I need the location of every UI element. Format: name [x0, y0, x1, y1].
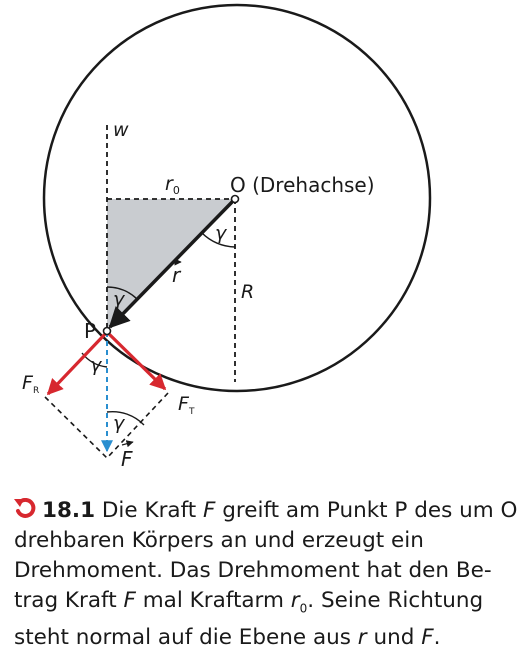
- tangential-force-arrow: [105, 330, 167, 391]
- point-p: [102, 326, 112, 336]
- pivot-point: [230, 194, 240, 204]
- radius-vector-arrow: [108, 197, 237, 329]
- label-lever-arm-r: r: [165, 173, 174, 195]
- angle-arc-top: [201, 232, 236, 248]
- label-angle-lower: γ: [113, 412, 126, 434]
- label-lever-arm: r0: [165, 173, 180, 197]
- caption-text-1: Die Kraft: [95, 498, 204, 523]
- angle-arc-bottom: [106, 286, 138, 300]
- force-vector-overbar: [121, 440, 134, 448]
- caption-lever-arm: r: [290, 588, 300, 613]
- torque-diagram: w r0 O (Drehachse) γ γ γ γ r R P FR FT F: [22, 3, 432, 471]
- figure-number: 18.1: [42, 498, 96, 523]
- label-point-p: P: [84, 319, 96, 343]
- label-force-tangential-f: F: [178, 393, 190, 415]
- angle-arc-lower: [106, 410, 145, 426]
- label-angle-bottom: γ: [113, 288, 126, 310]
- figure-caption: 18.1 Die Kraft F greift am Punkt P des u…: [14, 496, 520, 653]
- label-pivot: O (Drehachse): [230, 173, 375, 197]
- label-angle-top: γ: [215, 222, 228, 244]
- caption-force-2: F: [123, 588, 136, 613]
- rotating-body-circle: [42, 3, 432, 393]
- radial-force-arrow: [46, 330, 109, 396]
- caption-force-3: F: [421, 625, 434, 651]
- caption-radius-vector: r: [357, 625, 367, 651]
- caption-force-1: F: [203, 498, 216, 523]
- label-lever-arm-sub: 0: [173, 184, 180, 197]
- label-force-radial-f: F: [22, 372, 34, 394]
- label-force-radial: FR: [22, 372, 39, 396]
- label-force-radial-sub: R: [33, 386, 39, 396]
- angle-arc-force: [81, 352, 108, 368]
- label-force-tangential-sub: T: [188, 407, 195, 417]
- label-axis-w: w: [113, 119, 129, 141]
- label-force-tangential: FT: [178, 393, 195, 417]
- label-radius: R: [241, 281, 254, 303]
- caption-text-3: mal Kraftarm: [135, 588, 291, 613]
- caption-text-6: .: [433, 625, 441, 651]
- label-radius-vector: r: [172, 263, 182, 287]
- construction-line-left: [44, 396, 108, 459]
- caption-lever-arm-sub: 0: [299, 601, 308, 616]
- rotate-arrow-icon: [14, 498, 36, 518]
- caption-text-2: greift am Punkt P des um O drehbaren Kör…: [14, 498, 518, 613]
- label-angle-force: γ: [90, 354, 103, 376]
- label-force: F: [121, 447, 133, 471]
- construction-line-right: [106, 392, 169, 459]
- caption-text-5: und: [366, 625, 422, 651]
